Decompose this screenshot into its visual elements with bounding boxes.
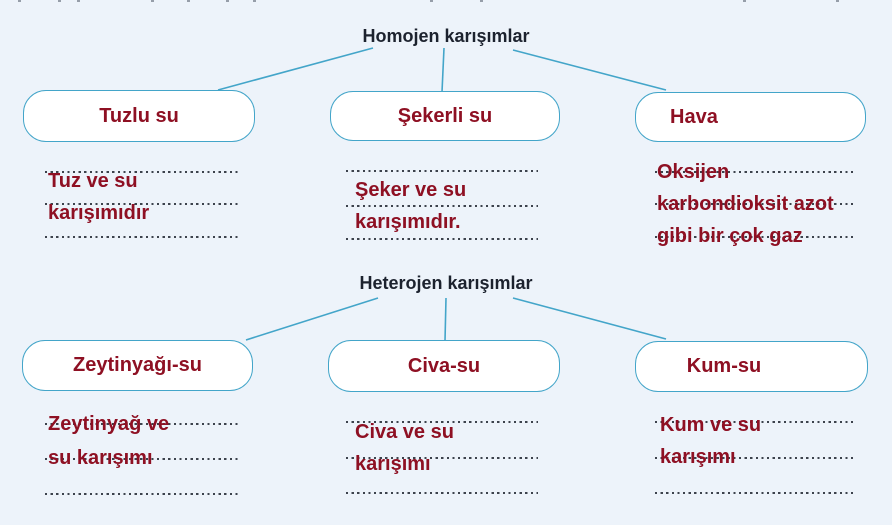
answer-hava: Oksijen karbondioksit azot gibi bir çok …: [657, 156, 834, 252]
connector-line: [512, 49, 667, 91]
answer-line: Zeytinyağ ve: [48, 413, 170, 435]
answer-line: gibi bir çok gaz: [657, 225, 803, 247]
connector-line: [444, 297, 447, 342]
node-sekerli-su: Şekerli su: [330, 91, 560, 141]
text-fragment: [480, 0, 483, 2]
answer-line: Tuz ve su: [48, 170, 138, 192]
write-line: [346, 170, 538, 173]
node-civa-su: Civa-su: [328, 340, 560, 392]
write-line: [655, 203, 855, 206]
write-line: [655, 421, 855, 424]
write-line: [45, 171, 238, 174]
node-tuzlu-su: Tuzlu su: [23, 90, 255, 142]
write-line: [45, 493, 238, 496]
write-line: [655, 171, 855, 174]
text-fragment: [187, 0, 190, 2]
connector-line: [512, 297, 667, 340]
connector-line: [217, 47, 374, 91]
node-zeytinyagi-su: Zeytinyağı-su: [22, 340, 253, 391]
node-label: Tuzlu su: [99, 104, 179, 127]
write-line: [346, 421, 538, 424]
answer-zeytinyagi-su: Zeytinyağ ve su karışımı: [48, 407, 169, 475]
write-line: [346, 457, 538, 460]
node-label: Kum-su: [686, 355, 762, 377]
connector-line: [441, 47, 445, 93]
node-label: Şekerli su: [397, 104, 493, 127]
write-line: [346, 238, 538, 241]
answer-line: karışımıdır: [48, 202, 150, 224]
answer-line: Kum ve su: [660, 414, 762, 436]
answer-line: karbondioksit azot: [657, 193, 834, 215]
answer-kum-su: Kum ve su karışımı: [660, 409, 761, 473]
text-fragment: [77, 0, 80, 2]
answer-civa-su: Civa ve su karışımı: [355, 416, 454, 480]
write-line: [45, 458, 238, 461]
text-fragment: [743, 0, 746, 2]
answer-line: karışımı: [660, 446, 736, 468]
write-line: [655, 457, 855, 460]
section-title-heterojen: Heterojen karışımlar: [359, 273, 533, 293]
answer-line: su karışımı: [48, 447, 153, 469]
answer-tuzlu-su: Tuz ve su karışımıdır: [48, 165, 149, 229]
text-fragment: [58, 0, 61, 2]
section-title-homojen: Homojen karışımlar: [362, 26, 530, 46]
write-line: [655, 236, 855, 239]
answer-line: Civa ve su: [355, 421, 454, 443]
text-fragment: [430, 0, 433, 2]
answer-line: karışımıdır.: [355, 211, 461, 233]
write-line: [655, 492, 855, 495]
write-line: [45, 423, 238, 426]
write-line: [346, 492, 538, 495]
node-hava: Hava: [635, 92, 866, 142]
text-fragment: [151, 0, 154, 2]
node-kum-su: Kum-su: [635, 341, 868, 392]
write-line: [45, 203, 238, 206]
connector-line: [245, 297, 379, 341]
node-label: Hava: [670, 105, 718, 128]
text-fragment: [836, 0, 839, 2]
answer-line: Oksijen: [657, 161, 730, 183]
text-fragment: [253, 0, 256, 2]
text-fragment: [18, 0, 21, 2]
answer-line: karışımı: [355, 453, 431, 475]
text-fragment: [226, 0, 229, 2]
answer-sekerli-su: Şeker ve su karışımıdır.: [355, 174, 466, 238]
node-label: Zeytinyağı-su: [73, 354, 202, 376]
write-line: [45, 236, 238, 239]
answer-line: Şeker ve su: [355, 179, 467, 201]
write-line: [346, 205, 538, 208]
node-label: Civa-su: [407, 354, 481, 377]
